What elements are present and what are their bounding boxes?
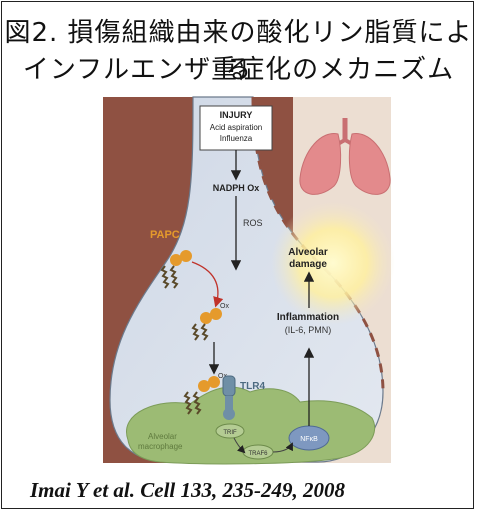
trif-label: TRIF bbox=[223, 430, 237, 436]
ros-label: ROS bbox=[243, 218, 263, 228]
inflammation-label: Inflammation bbox=[277, 312, 339, 323]
injury-title: INJURY bbox=[220, 110, 253, 120]
nfkb-label: NFκB bbox=[300, 436, 318, 443]
alveolar-damage-label-2: damage bbox=[289, 259, 327, 270]
inflammation-sub-label: (IL-6, PMN) bbox=[285, 325, 332, 335]
traf6-label: TRAF6 bbox=[248, 451, 268, 457]
alveolar-damage-label-1: Alveolar bbox=[288, 247, 328, 258]
macrophage-label-1: Alveolar bbox=[148, 432, 177, 441]
macrophage-label-2: macrophage bbox=[138, 442, 183, 451]
ox-label-1: Ox bbox=[220, 303, 229, 310]
citation: Imai Y et al. Cell 133, 235-249, 2008 bbox=[30, 478, 345, 503]
tlr4-label: TLR4 bbox=[240, 381, 265, 392]
injury-line-1: Acid aspiration bbox=[210, 123, 262, 132]
injury-line-2: Influenza bbox=[220, 134, 253, 143]
nadph-label: NADPH Ox bbox=[213, 183, 260, 193]
papc-label: PAPC bbox=[150, 229, 180, 241]
